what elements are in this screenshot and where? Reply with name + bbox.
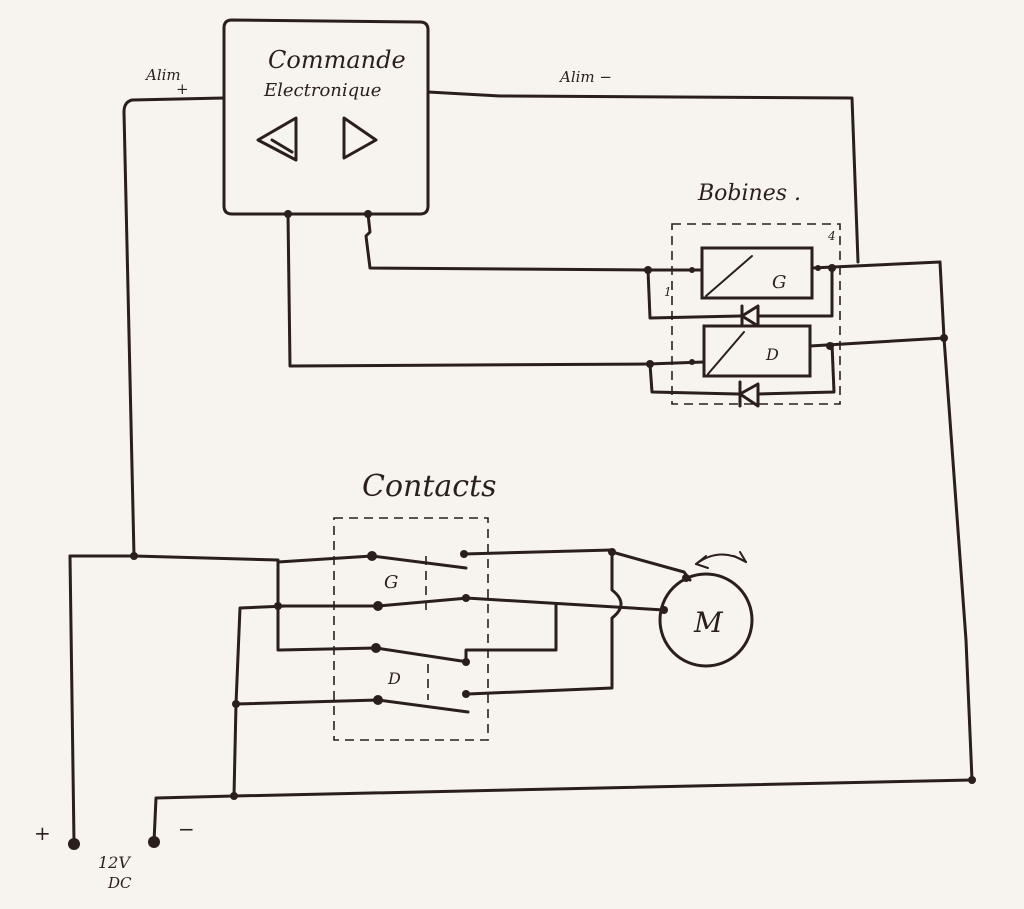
junction-dot	[828, 264, 836, 272]
wire-coil-d-in	[646, 360, 706, 366]
supply-plus-sign: +	[34, 821, 51, 845]
contact-dot	[462, 690, 470, 698]
wire-control-to-coil-g	[364, 212, 650, 272]
left-arrow-icon	[256, 116, 298, 162]
junction-dot	[364, 210, 372, 218]
junction-dot	[826, 342, 834, 350]
coils-dashed-frame	[671, 223, 841, 405]
contacts-divider	[425, 556, 429, 700]
wire-alim-plus	[122, 96, 226, 558]
terminal-plus	[68, 838, 80, 850]
wire-left-plus	[68, 554, 76, 844]
junction-dot	[689, 267, 695, 273]
contacts-g-letter: G	[384, 572, 398, 593]
junction-dot	[232, 700, 240, 708]
rotation-arrowheads-icon	[695, 551, 747, 569]
diode-g-loop	[646, 266, 834, 320]
wire-contacts-cross	[464, 602, 558, 664]
contact-dot	[373, 601, 383, 611]
coil-g-slash	[705, 255, 753, 297]
diode-g-icon	[740, 304, 760, 328]
wire-motor-top	[610, 550, 692, 582]
coil-d-box	[702, 324, 812, 378]
supply-minus-sign: −	[178, 817, 195, 841]
control-unit-box	[222, 18, 430, 216]
coil-d-letter: D	[765, 345, 779, 364]
control-unit-subtitle: Electronique	[263, 80, 381, 101]
supply-type: DC	[107, 874, 132, 892]
coil-d-slash	[707, 331, 745, 375]
contact-dot	[371, 643, 381, 653]
junction-dot	[608, 548, 616, 556]
wire-right-bus	[938, 260, 974, 782]
wire-contacts-to-motor-1	[462, 548, 623, 696]
right-arrow-icon	[342, 116, 378, 160]
motor-label: M	[693, 606, 724, 639]
coil-g-letter: G	[772, 272, 786, 293]
wire-minus-left	[232, 604, 288, 798]
control-unit-title: Commande	[268, 46, 406, 74]
diode-d-loop	[648, 342, 836, 396]
switch-g-bottom	[276, 596, 470, 608]
junction-dot	[689, 359, 695, 365]
control-unit: Commande Electronique	[222, 18, 430, 216]
contact-dot	[367, 551, 377, 561]
junction-dot	[284, 210, 292, 218]
wire-alim-minus	[426, 90, 860, 264]
junction-dot	[646, 360, 654, 368]
junction-dot	[815, 265, 821, 271]
motor: M	[658, 551, 754, 668]
wire-contacts-to-motor-2	[464, 596, 666, 612]
coils-title: Bobines .	[697, 181, 801, 206]
motor-circle	[658, 572, 754, 668]
wire-bottom-minus	[152, 778, 974, 844]
wire-control-to-coil-d	[286, 212, 650, 368]
supply-voltage: 12V	[98, 853, 131, 872]
junction-dot	[940, 334, 948, 342]
alim-plus-sign: +	[176, 80, 189, 98]
junction-dot	[644, 266, 652, 274]
coil-pin-1: 1	[664, 285, 672, 299]
contacts-block: Contacts G D	[234, 469, 497, 741]
coil-pin-4: 4	[827, 229, 836, 243]
junction-dot	[230, 792, 238, 800]
contact-dot	[373, 695, 383, 705]
coil-g-box	[700, 246, 814, 300]
wire-plus-bus	[68, 554, 282, 652]
contacts-dashed-frame	[333, 517, 489, 741]
contacts-title: Contacts	[362, 469, 497, 504]
contacts-d-letter: D	[387, 669, 401, 688]
terminal-minus	[148, 836, 160, 848]
alim-minus-label: Alim −	[558, 68, 612, 86]
alim-plus-label: Alim	[144, 66, 181, 84]
switch-d-bottom	[234, 698, 470, 714]
diode-d-icon	[738, 380, 760, 408]
coils-block: Bobines . 1 4 G D	[644, 181, 946, 408]
junction-dot	[130, 552, 138, 560]
